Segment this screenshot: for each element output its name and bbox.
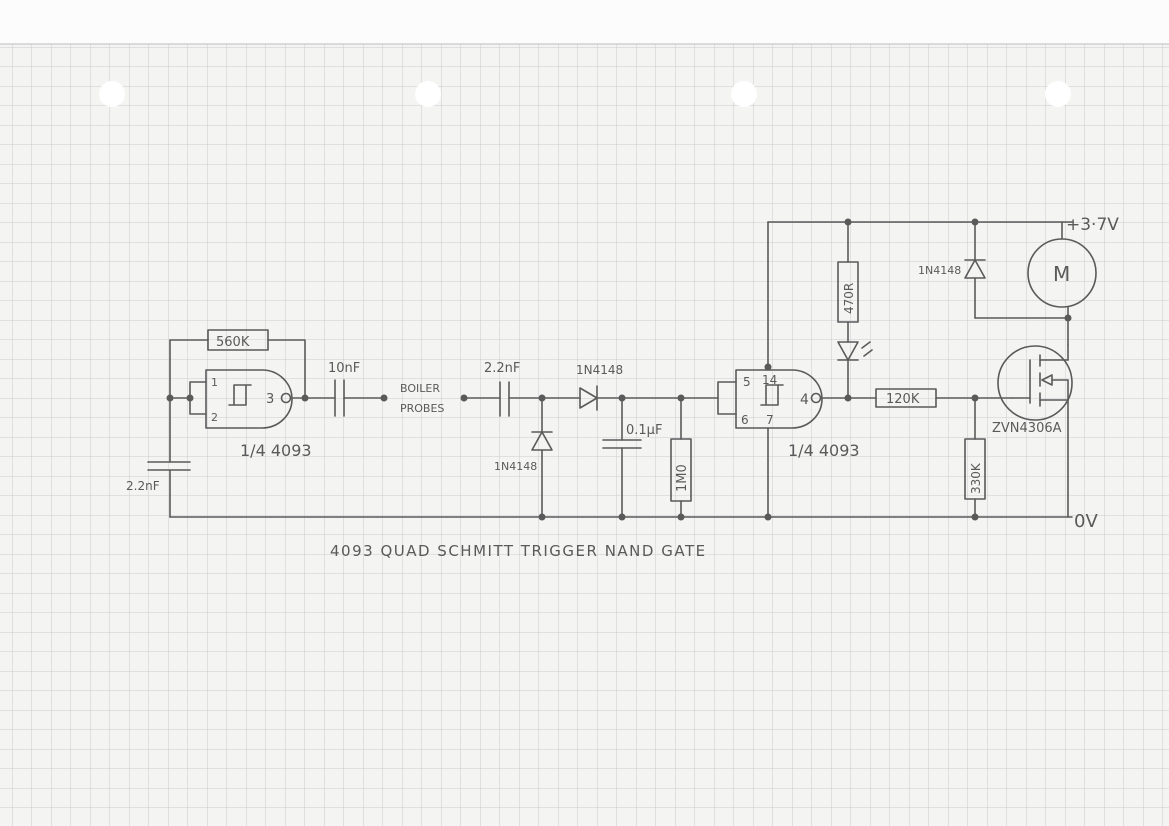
series-diode-label: 1N4148 — [576, 363, 623, 377]
coupling-capacitor — [334, 379, 385, 417]
led-resistor-label: 470R — [842, 283, 856, 314]
caption: 4093 QUAD SCHMITT TRIGGER NAND GATE — [330, 542, 707, 560]
supply-ground-label: 0V — [1074, 511, 1098, 532]
comp-pin6-label: 6 — [741, 413, 749, 427]
timing-cap-label: 2.2nF — [126, 479, 160, 493]
motor — [1027, 221, 1097, 346]
probes-label-line2: PROBES — [400, 402, 444, 415]
mosfet-label: ZVN4306A — [992, 421, 1062, 436]
series-diode — [579, 385, 719, 411]
timing-capacitor — [147, 461, 191, 518]
graph-paper-grid — [0, 44, 1169, 826]
flyback-diode-label: 1N4148 — [918, 264, 961, 277]
filter-capacitor — [602, 397, 642, 518]
feedback-resistor-label: 560K — [216, 335, 250, 350]
mosfet — [997, 344, 1073, 518]
comp-pin7-label: 7 — [766, 413, 774, 427]
gate-resistor-label: 120K — [886, 392, 920, 407]
indicator-led — [837, 341, 873, 399]
led-resistor — [837, 221, 859, 343]
flyback-diode — [964, 221, 1069, 319]
osc-pin2-label: 2 — [211, 411, 218, 424]
comp-pin4-label: 4 — [800, 392, 809, 408]
bleed-resistor-label: 1M0 — [675, 464, 690, 492]
probes-label-line1: BOILER — [400, 382, 440, 395]
osc-pin1-label: 1 — [211, 376, 218, 389]
filter-cap-label: 0.1µF — [626, 423, 662, 438]
punch-holes — [99, 81, 1071, 107]
comp-pin14-label: 14 — [762, 373, 777, 387]
osc-gate-label: 1/4 4093 — [240, 441, 312, 460]
supply-positive-label: +3·7V — [1066, 215, 1119, 235]
oscillator-gate — [205, 369, 293, 429]
comparator-input-wiring — [717, 381, 737, 415]
scanner-margin — [0, 0, 1169, 44]
motor-label: M — [1053, 262, 1070, 286]
comp-pin5-label: 5 — [743, 375, 751, 389]
coupling-cap-label: 10nF — [328, 361, 360, 376]
pulldown-resistor-label: 330K — [969, 462, 983, 494]
input-cap-label: 2.2nF — [484, 361, 520, 376]
junctions — [166, 218, 1072, 521]
osc-pin3-label: 3 — [266, 392, 274, 407]
clamp-diode — [531, 397, 553, 518]
clamp-diode-label: 1N4148 — [494, 460, 537, 473]
comp-gate-label: 1/4 4093 — [788, 441, 860, 460]
feedback-resistor — [207, 329, 269, 351]
